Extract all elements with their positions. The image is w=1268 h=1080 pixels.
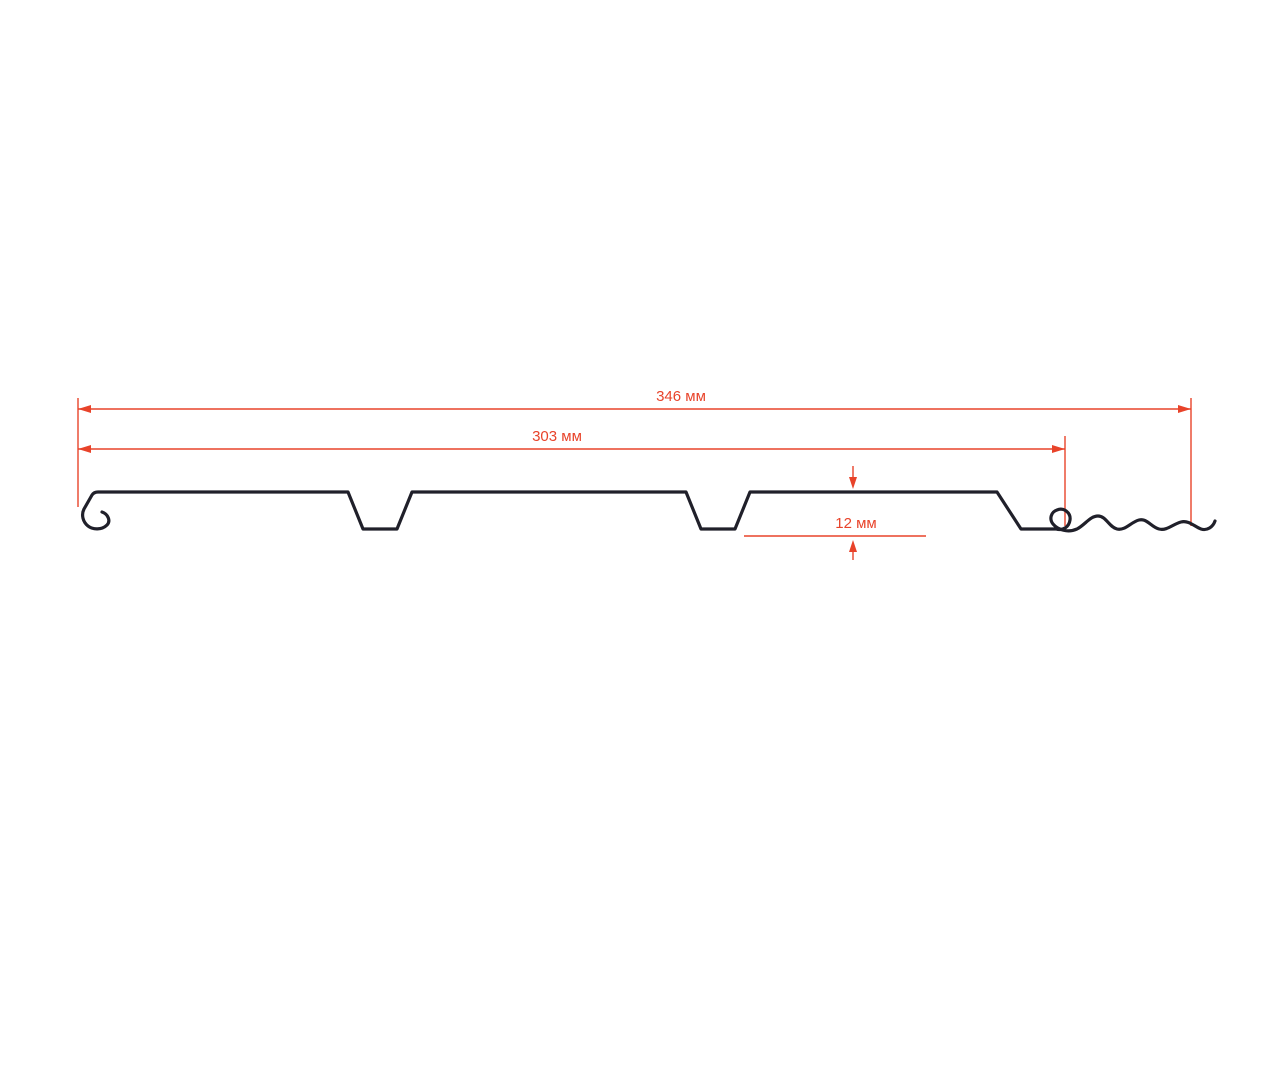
dimension-working-width-label: 303 мм xyxy=(532,428,582,445)
panel-profile xyxy=(81,490,1217,533)
arrowhead-left xyxy=(78,405,91,413)
dimension-working-width: 303 мм xyxy=(78,428,1066,526)
arrowhead-right xyxy=(1052,445,1065,453)
panel-profile-path xyxy=(81,490,1217,533)
dimension-groove-depth: 12 мм xyxy=(744,466,926,560)
arrowhead-up xyxy=(849,540,857,552)
arrowhead-down xyxy=(849,477,857,489)
arrowhead-right xyxy=(1178,405,1191,413)
dimension-overall-width-label: 346 мм xyxy=(656,388,706,405)
dimension-overall-width: 346 мм xyxy=(77,388,1192,526)
dimension-groove-depth-label: 12 мм xyxy=(835,515,876,532)
arrowhead-left xyxy=(78,445,91,453)
